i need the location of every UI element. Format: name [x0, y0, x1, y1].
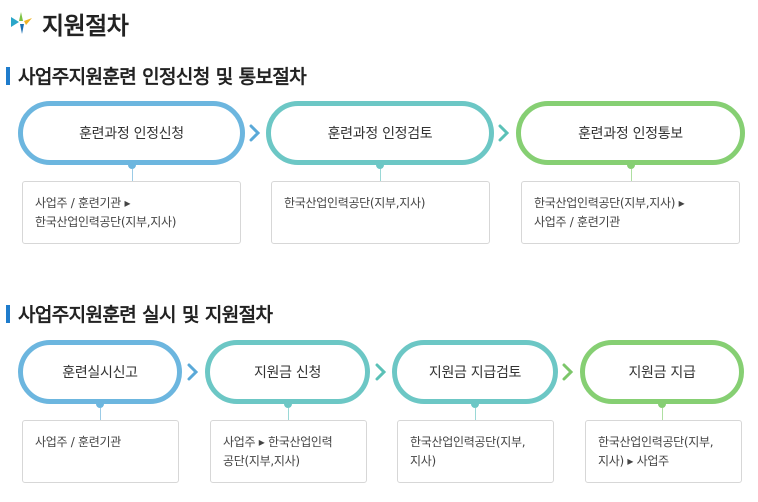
step-training-report: 훈련실시신고	[18, 340, 182, 420]
step-description-box: 한국산업인력공단(지부,지사) ▸ 사업주 / 훈련기관	[521, 181, 740, 244]
chevron-right-icon	[187, 363, 199, 381]
connector-line	[475, 408, 476, 420]
step-recognition-review: 훈련과정 인정검토	[266, 101, 494, 181]
step-subsidy-application: 지원금 신청	[205, 340, 370, 420]
connector-line	[287, 408, 289, 420]
section-title-implementation: 사업주지원훈련 실시 및 지원절차	[6, 300, 273, 327]
connector-dot	[127, 161, 136, 169]
connector-dot	[376, 161, 384, 169]
step-label: 지원금 지급검토	[428, 365, 522, 381]
section-accent-bar	[6, 66, 10, 85]
step-recognition-application: 훈련과정 인정신청	[18, 101, 245, 181]
description-line: 한국산업인력공단(지부,	[598, 435, 714, 449]
step-label: 훈련과정 인정검토	[327, 126, 433, 142]
connector-dot	[96, 400, 104, 408]
section-accent-bar	[6, 304, 10, 323]
step-label: 지원금 신청	[253, 365, 322, 381]
description-line: 한국산업인력공단(지부,지사)	[284, 196, 426, 210]
connector-dot	[658, 400, 666, 408]
description-line: 사업주 / 훈련기관	[35, 435, 121, 449]
description-line: 사업주 ▸ 한국산업인력	[223, 435, 333, 449]
connector-line	[662, 408, 663, 420]
description-line: 사업주 / 훈련기관	[534, 215, 620, 229]
step-subsidy-payment: 지원금 지급	[580, 340, 744, 420]
step-label: 훈련과정 인정통보	[578, 126, 683, 142]
chevron-right-icon	[375, 363, 387, 381]
chevron-right-icon	[498, 124, 510, 142]
connector-line	[380, 169, 381, 181]
step-description-box: 한국산업인력공단(지부, 지사)	[397, 420, 554, 483]
page-title: 지원절차	[8, 6, 129, 40]
step-label: 훈련과정 인정신청	[79, 126, 184, 142]
connector-dot	[626, 161, 635, 169]
description-line: 사업주 / 훈련기관 ▸	[35, 196, 131, 210]
step-description-box: 한국산업인력공단(지부, 지사) ▸ 사업주	[585, 420, 742, 483]
section-title-recognition: 사업주지원훈련 인정신청 및 통보절차	[6, 62, 307, 89]
connector-line	[100, 408, 101, 420]
connector-dot	[283, 400, 292, 408]
description-line: 한국산업인력공단(지부,지사)	[35, 215, 177, 229]
chevron-right-icon	[562, 363, 574, 381]
section-title-text: 사업주지원훈련 인정신청 및 통보절차	[18, 66, 307, 88]
description-line: 지사) ▸ 사업주	[598, 454, 669, 468]
connector-line	[131, 169, 133, 181]
section-title-text: 사업주지원훈련 실시 및 지원절차	[18, 304, 273, 326]
step-description-box: 한국산업인력공단(지부,지사)	[271, 181, 490, 244]
description-line: 공단(지부,지사)	[223, 454, 300, 468]
step-description-box: 사업주 / 훈련기관	[22, 420, 179, 483]
description-line: 한국산업인력공단(지부,	[410, 435, 526, 449]
description-line: 지사)	[410, 454, 436, 468]
step-label: 지원금 지급	[628, 365, 696, 381]
logo-icon	[11, 12, 32, 34]
step-description-box: 사업주 ▸ 한국산업인력 공단(지부,지사)	[210, 420, 367, 483]
page-title-text: 지원절차	[42, 11, 129, 40]
step-description-box: 사업주 / 훈련기관 ▸ 한국산업인력공단(지부,지사)	[22, 181, 241, 244]
chevron-right-icon	[249, 124, 261, 142]
connector-line	[630, 169, 632, 181]
description-line: 한국산업인력공단(지부,지사) ▸	[534, 196, 685, 210]
step-subsidy-review: 지원금 지급검토	[392, 340, 558, 420]
step-recognition-notice: 훈련과정 인정통보	[516, 101, 745, 181]
connector-dot	[471, 400, 479, 408]
step-label: 훈련실시신고	[62, 365, 138, 381]
